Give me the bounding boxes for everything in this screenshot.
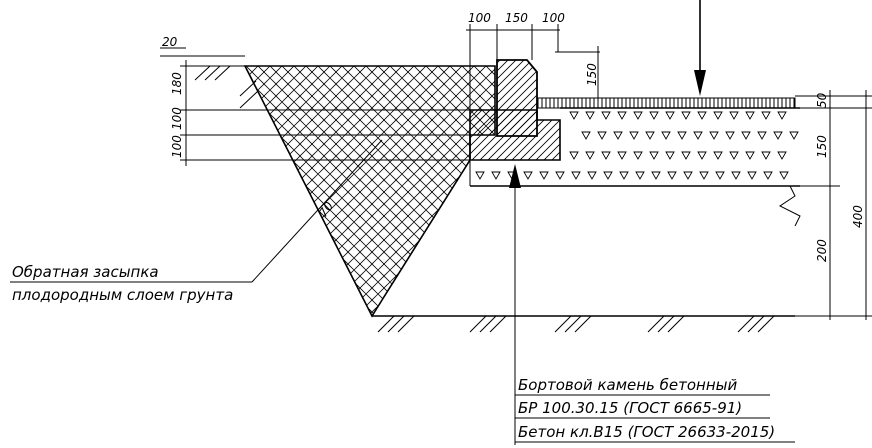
crushed-stone-symbol	[601, 151, 611, 160]
dim-curb-150: 150	[585, 63, 599, 86]
crushed-stone-symbol	[581, 131, 591, 140]
right-dimension-lines	[779, 90, 872, 320]
load-arrow	[694, 0, 706, 96]
dim-left-20: 20	[162, 35, 178, 49]
crushed-stone-symbol	[725, 131, 735, 140]
crushed-stone-symbol	[745, 151, 755, 160]
curb-note-line3: Бетон кл.В15 (ГОСТ 26633-2015)	[518, 423, 775, 441]
crushed-stone-symbol	[613, 131, 623, 140]
crushed-stone-symbol	[569, 151, 579, 160]
crushed-stone-symbol	[661, 131, 671, 140]
crushed-stone-symbol	[523, 171, 533, 180]
crushed-stone-symbol	[761, 111, 771, 120]
crushed-stone-symbol	[693, 131, 703, 140]
dim-left-100-lower: 100	[170, 135, 184, 158]
curb-leader-arrow	[509, 164, 795, 445]
crushed-stone-symbol	[619, 171, 629, 180]
crushed-stone-symbol	[665, 151, 675, 160]
crushed-stone-symbol	[729, 151, 739, 160]
dim-right-200: 200	[815, 239, 829, 262]
dim-right-150: 150	[815, 135, 829, 158]
crushed-stone-symbol	[617, 111, 627, 120]
dim-left-100-upper: 100	[170, 107, 184, 130]
crushed-stone-symbol	[777, 111, 787, 120]
crushed-stone-symbol	[603, 171, 613, 180]
crushed-stone-symbol	[629, 131, 639, 140]
crushed-stone-symbol	[601, 111, 611, 120]
crushed-stone-symbol	[475, 171, 485, 180]
crushed-stone-symbol	[745, 111, 755, 120]
dim-right-50: 50	[815, 92, 829, 108]
left-dimension-lines	[160, 47, 495, 166]
crushed-stone-symbol	[667, 171, 677, 180]
crushed-stone-symbol	[729, 111, 739, 120]
backfill-note-line1: Обратная засыпка	[12, 263, 159, 281]
crushed-stone-symbol	[677, 131, 687, 140]
curb-note-line1: Бортовой камень бетонный	[518, 376, 738, 394]
crushed-stone-symbol	[681, 111, 691, 120]
crushed-stone-symbol	[539, 171, 549, 180]
crushed-stone-symbol	[683, 171, 693, 180]
backfill-soil-wedge	[243, 65, 496, 318]
crushed-stone-symbol	[699, 171, 709, 180]
crushed-stone-symbol	[633, 151, 643, 160]
crushed-stone-symbol	[747, 171, 757, 180]
top-dimension-lines	[466, 24, 600, 110]
crushed-stone-symbol	[585, 151, 595, 160]
curb-stone	[496, 59, 538, 137]
crushed-stone-symbol	[713, 111, 723, 120]
crushed-stone-symbol	[789, 131, 799, 140]
crushed-stone-symbol	[741, 131, 751, 140]
crushed-stone-symbol	[645, 131, 655, 140]
crushed-stone-symbol	[569, 111, 579, 120]
crushed-stone-symbol	[681, 151, 691, 160]
crushed-stone-symbol	[491, 171, 501, 180]
crushed-stone-base	[469, 107, 800, 187]
crushed-stone-symbol	[617, 151, 627, 160]
crushed-stone-symbol	[757, 131, 767, 140]
crushed-stone-symbol	[777, 151, 787, 160]
crushed-stone-symbol	[715, 171, 725, 180]
backfill-leader	[10, 139, 383, 283]
backfill-note-line2: плодородным слоем грунта	[12, 286, 233, 304]
crushed-stone-symbol	[773, 131, 783, 140]
crushed-stone-symbol	[597, 131, 607, 140]
crushed-stone-symbol	[635, 171, 645, 180]
curb-note-line2: БР 100.30.15 (ГОСТ 6665-91)	[518, 399, 742, 417]
dim-top-100-right: 100	[542, 11, 565, 25]
crushed-stone-symbol	[587, 171, 597, 180]
crushed-stone-symbol	[665, 111, 675, 120]
crushed-stone-symbol	[709, 131, 719, 140]
crushed-stone-symbol	[571, 171, 581, 180]
dim-top-100-left: 100	[468, 11, 491, 25]
crushed-stone-symbol	[649, 111, 659, 120]
dim-top-150: 150	[505, 11, 528, 25]
crushed-stone-symbol	[761, 151, 771, 160]
crushed-stone-symbol	[731, 171, 741, 180]
asphalt-layer	[536, 97, 796, 109]
crushed-stone-symbol	[633, 111, 643, 120]
dim-left-180: 180	[170, 72, 184, 95]
crushed-stone-symbol	[555, 171, 565, 180]
crushed-stone-symbol	[763, 171, 773, 180]
crushed-stone-symbol	[697, 111, 707, 120]
crushed-stone-symbol	[651, 171, 661, 180]
crushed-stone-symbol	[585, 111, 595, 120]
dim-right-400: 400	[851, 205, 865, 228]
crushed-stone-symbol	[697, 151, 707, 160]
crushed-stone-symbol	[779, 171, 789, 180]
crushed-stone-symbol	[649, 151, 659, 160]
crushed-stone-symbol	[713, 151, 723, 160]
